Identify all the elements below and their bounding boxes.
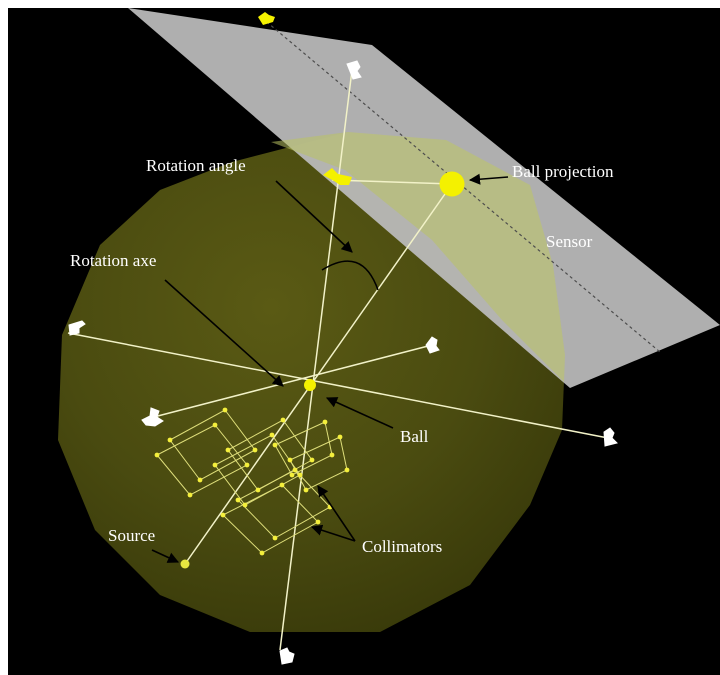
marker-sensor-top bbox=[258, 12, 275, 25]
label-ball: Ball bbox=[400, 427, 429, 446]
ball bbox=[304, 379, 316, 391]
axis-markers bbox=[68, 60, 618, 665]
marker-bottom bbox=[279, 647, 295, 665]
marker-right bbox=[603, 427, 618, 447]
label-ball-projection: Ball projection bbox=[512, 162, 614, 181]
marker-mid-left bbox=[141, 407, 164, 427]
source-point bbox=[180, 559, 190, 569]
label-source: Source bbox=[108, 526, 156, 545]
marker-top bbox=[346, 60, 362, 80]
callout-arrows bbox=[151, 173, 509, 563]
ball-projection bbox=[439, 171, 465, 197]
axis-lines bbox=[67, 69, 609, 651]
collimator-nodes bbox=[154, 407, 350, 556]
label-rotation-angle: Rotation angle bbox=[146, 156, 246, 175]
label-collimators: Collimators bbox=[362, 537, 443, 556]
sensor-markers bbox=[258, 12, 352, 185]
marker-left bbox=[68, 320, 86, 336]
marker-upper-right bbox=[425, 336, 440, 354]
sensor-sphere-overlap bbox=[271, 132, 565, 382]
label-rotation-axe: Rotation axe bbox=[70, 251, 157, 270]
rotation-angle-arc bbox=[321, 260, 379, 291]
label-sensor: Sensor bbox=[546, 232, 593, 251]
marker-sensor-mid bbox=[323, 168, 352, 185]
